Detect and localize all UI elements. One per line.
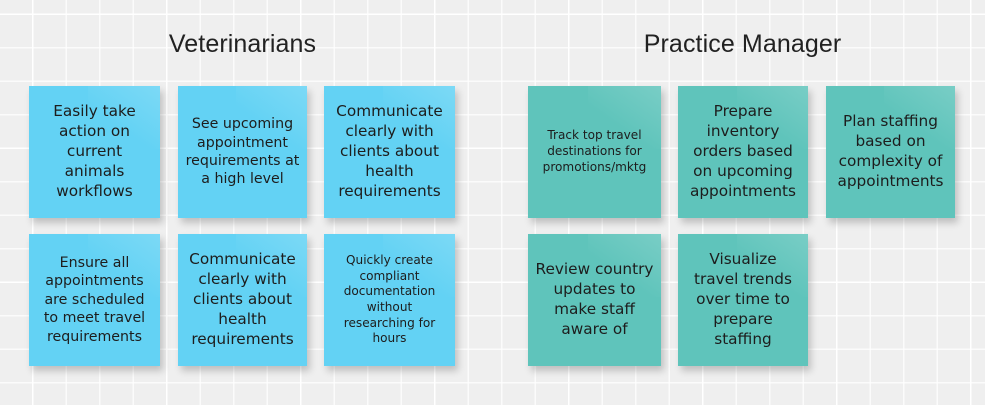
sticky-note[interactable]: Quickly create compliant documentation w… bbox=[324, 234, 455, 366]
sticky-note-text: Easily take action on current animals wo… bbox=[53, 102, 136, 200]
sticky-note-text: Quickly create compliant documentation w… bbox=[343, 252, 436, 346]
sticky-note[interactable]: Track top travel destinations for promot… bbox=[528, 86, 661, 218]
sticky-note-text: Ensure all appointments are scheduled to… bbox=[43, 254, 146, 345]
sticky-note[interactable]: Easily take action on current animals wo… bbox=[29, 86, 160, 218]
sticky-note[interactable]: Plan staffing based on complexity of app… bbox=[826, 86, 955, 218]
sticky-note-text: Communicate clearly with clients about h… bbox=[336, 102, 443, 200]
sticky-note-text: See upcoming appointment requirements at… bbox=[185, 116, 300, 188]
sticky-note[interactable]: Prepare inventory orders based on upcomi… bbox=[678, 86, 808, 218]
group-title-veterinarians: Veterinarians bbox=[168, 30, 317, 58]
group-title-practice-manager: Practice Manager bbox=[643, 30, 842, 58]
sticky-note-text: Track top travel destinations for promot… bbox=[542, 128, 647, 174]
sticky-note-text: Visualize travel trends over time to pre… bbox=[694, 250, 792, 348]
sticky-note[interactable]: Ensure all appointments are scheduled to… bbox=[29, 234, 160, 366]
sticky-note-text: Review country updates to make staff awa… bbox=[535, 260, 654, 338]
sticky-note[interactable]: Communicate clearly with clients about h… bbox=[324, 86, 455, 218]
sticky-note[interactable]: Visualize travel trends over time to pre… bbox=[678, 234, 808, 366]
sticky-note[interactable]: See upcoming appointment requirements at… bbox=[178, 86, 307, 218]
sticky-note-text: Plan staffing based on complexity of app… bbox=[837, 112, 944, 190]
sticky-note-text: Prepare inventory orders based on upcomi… bbox=[689, 102, 797, 200]
sticky-note-text: Communicate clearly with clients about h… bbox=[189, 250, 296, 348]
sticky-note[interactable]: Review country updates to make staff awa… bbox=[528, 234, 661, 366]
sticky-note[interactable]: Communicate clearly with clients about h… bbox=[178, 234, 307, 366]
